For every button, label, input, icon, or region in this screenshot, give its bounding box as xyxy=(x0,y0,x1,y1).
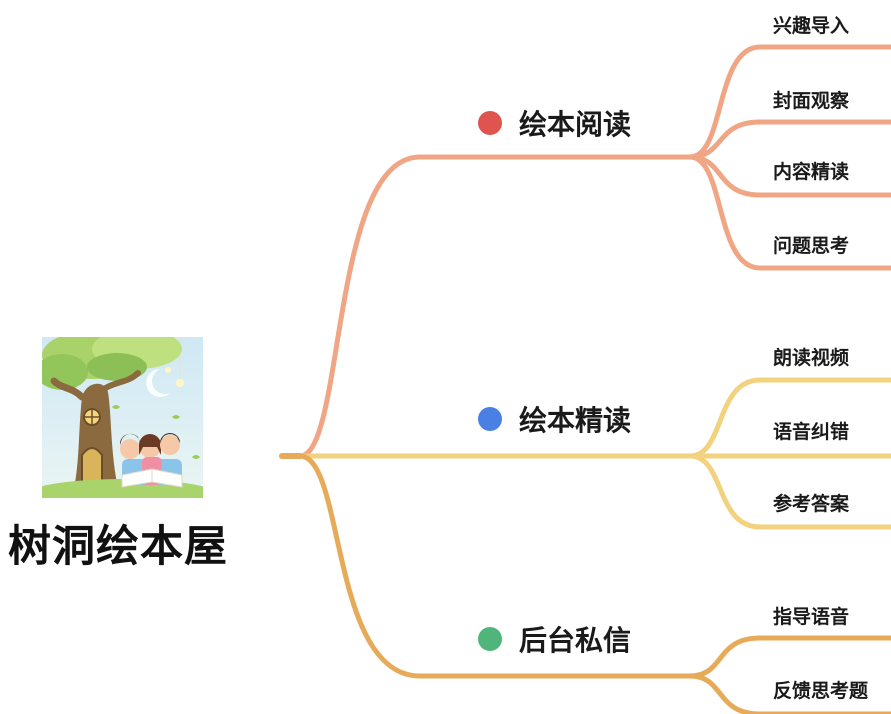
connector-line xyxy=(687,154,891,271)
branch-label: 绘本精读 xyxy=(519,404,632,437)
connector-line xyxy=(687,377,891,459)
branch-label: 后台私信 xyxy=(519,624,632,657)
branch-intensive-reading[interactable]: 绘本精读 xyxy=(478,399,631,439)
connector-line xyxy=(687,119,891,160)
leaf-node[interactable]: 朗读视频 xyxy=(773,347,850,369)
red-dot-icon xyxy=(478,111,502,135)
leaf-node[interactable]: 反馈思考题 xyxy=(773,680,869,702)
green-dot-icon xyxy=(478,627,502,651)
leaf-node[interactable]: 参考答案 xyxy=(773,493,850,515)
leaf-node[interactable]: 内容精读 xyxy=(773,161,850,183)
branch-label: 绘本阅读 xyxy=(519,108,632,141)
connector-line xyxy=(687,635,891,679)
leaf-node[interactable]: 兴趣导入 xyxy=(773,15,850,37)
connector-line xyxy=(687,44,891,160)
connector-line xyxy=(297,154,693,459)
blue-dot-icon xyxy=(478,407,502,431)
branch-reading[interactable]: 绘本阅读 xyxy=(478,103,631,143)
branch-backend-message[interactable]: 后台私信 xyxy=(478,619,631,659)
leaf-node[interactable]: 问题思考 xyxy=(773,235,850,257)
connector-line xyxy=(297,453,693,679)
leaf-node[interactable]: 指导语音 xyxy=(773,606,850,628)
leaf-node[interactable]: 语音纠错 xyxy=(773,421,850,443)
leaf-node[interactable]: 封面观察 xyxy=(773,90,850,112)
tree-house-illustration xyxy=(42,337,203,498)
root-title: 树洞绘本屋 xyxy=(8,522,228,572)
connector-line xyxy=(687,453,891,530)
